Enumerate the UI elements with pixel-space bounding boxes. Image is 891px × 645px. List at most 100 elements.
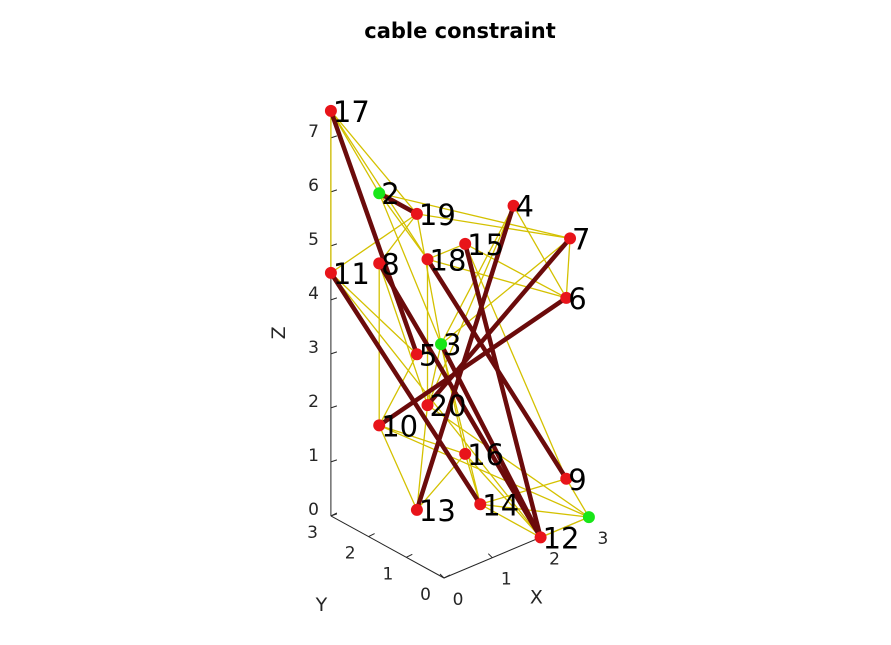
- node-label: 16: [467, 438, 504, 472]
- cable-line: [378, 424, 466, 455]
- node-marker: [421, 399, 434, 412]
- x-tick-mark: [439, 573, 445, 579]
- y-tick-mark: [330, 512, 338, 517]
- cable-line: [440, 205, 515, 345]
- strut-line: [376, 295, 569, 428]
- node-label: 5: [419, 338, 437, 372]
- node-marker: [373, 419, 386, 432]
- node-marker: [564, 232, 577, 245]
- node-label: 11: [333, 257, 370, 291]
- y-tick-mark: [368, 533, 375, 538]
- node-marker: [410, 207, 423, 220]
- cable-line: [330, 272, 418, 355]
- node-label: 14: [482, 488, 519, 522]
- node-label: 8: [381, 247, 399, 281]
- cable-line: [378, 353, 418, 426]
- z-tick-label: 5: [308, 230, 319, 250]
- cable-line: [378, 213, 418, 264]
- cable-line: [464, 243, 567, 299]
- strut-line: [376, 190, 420, 217]
- cable-line: [565, 238, 571, 298]
- node-label: 15: [467, 228, 504, 262]
- cable-line: [512, 205, 567, 299]
- cable-line: [427, 404, 590, 518]
- cable-line: [378, 424, 590, 518]
- node-label: 7: [572, 222, 590, 256]
- z-tick-mark: [330, 297, 338, 301]
- node-label: 10: [381, 409, 418, 443]
- node-label: 19: [419, 198, 456, 232]
- node-marker: [459, 447, 472, 460]
- fixed-node-marker: [435, 338, 448, 351]
- x-tick-label: 2: [549, 549, 560, 569]
- x-axis-label: X: [530, 587, 543, 609]
- z-tick-label: 4: [308, 284, 319, 304]
- node-marker: [373, 257, 386, 270]
- node-marker: [534, 531, 547, 544]
- z-tick-mark: [330, 189, 338, 193]
- z-tick-label: 1: [308, 446, 319, 466]
- strut-line: [462, 241, 543, 540]
- x-tick-label: 3: [597, 529, 608, 549]
- cable-line: [378, 192, 429, 260]
- node-label: 3: [443, 328, 461, 362]
- node-marker: [324, 104, 337, 117]
- node-label: 17: [333, 95, 370, 129]
- x-tick-label: 0: [453, 590, 464, 610]
- cable-line: [540, 516, 590, 538]
- cable-line: [416, 213, 442, 345]
- cable-line: [330, 110, 429, 260]
- node-marker: [421, 253, 434, 266]
- cable-line: [378, 263, 429, 406]
- nodes: [324, 104, 595, 544]
- cable-line: [378, 425, 418, 511]
- cable-line: [480, 478, 567, 505]
- node-label: 20: [430, 389, 467, 423]
- node-label: 9: [568, 463, 586, 497]
- node-marker: [410, 503, 423, 516]
- y-axis-line: [330, 515, 445, 579]
- strut-line: [328, 108, 420, 357]
- y-tick-label: 3: [307, 523, 318, 543]
- node-label: 13: [419, 494, 456, 528]
- y-tick-label: 0: [420, 585, 431, 605]
- cable-line: [330, 110, 380, 194]
- cable-line: [464, 453, 542, 538]
- z-tick-mark: [330, 135, 338, 139]
- strut-lines: [328, 108, 573, 540]
- strut-line: [438, 341, 543, 540]
- strut-line: [376, 261, 543, 540]
- cable-line: [330, 110, 418, 215]
- node-marker: [459, 237, 472, 250]
- y-tick-label: 1: [382, 564, 393, 584]
- cable-line: [416, 213, 571, 240]
- z-tick-mark: [330, 351, 338, 355]
- z-tick-label: 3: [308, 338, 319, 358]
- cable-line: [440, 237, 571, 345]
- cable-line: [330, 213, 418, 274]
- fixed-node-marker: [582, 511, 595, 524]
- cable-line: [427, 258, 567, 299]
- cable-line: [565, 478, 590, 518]
- node-label: 12: [543, 521, 580, 555]
- cable-line: [464, 243, 567, 480]
- chart-title: cable constraint: [364, 19, 555, 43]
- cable-line: [378, 192, 442, 345]
- z-tick-mark: [330, 459, 338, 463]
- node-label: 4: [516, 190, 534, 224]
- z-tick-label: 0: [308, 500, 319, 520]
- node-label: 2: [381, 177, 399, 211]
- y-tick-mark: [406, 553, 413, 558]
- cable-line: [379, 192, 571, 240]
- node-label: 6: [568, 282, 586, 316]
- fixed-node-marker: [373, 187, 386, 200]
- z-tick-label: 6: [308, 176, 319, 196]
- strut-line: [328, 270, 483, 507]
- node-marker: [560, 291, 573, 304]
- node-marker: [560, 472, 573, 485]
- y-tick-mark: [443, 574, 451, 579]
- cable-line: [479, 503, 541, 538]
